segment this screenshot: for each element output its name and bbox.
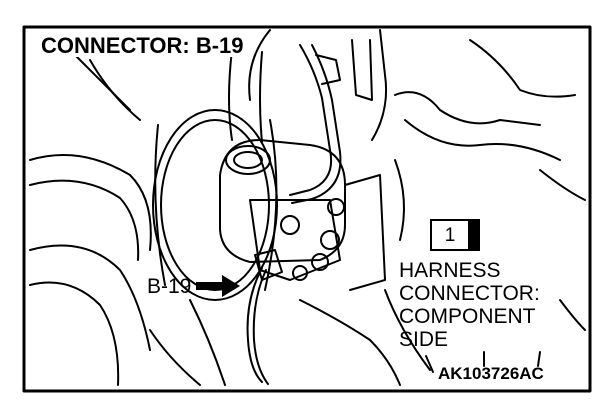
connector-pin-box: 1	[430, 219, 480, 251]
sensor-wire-illustration	[246, 267, 269, 385]
code-leader-lines	[425, 351, 541, 373]
background-hoses-left	[29, 39, 226, 386]
harness-line: HARNESS	[399, 259, 501, 282]
harness-line: SIDE	[399, 328, 449, 351]
harness-line: CONNECTOR:	[399, 282, 540, 305]
harness-caption: HARNESS CONNECTOR: COMPONENT SIDE	[399, 259, 540, 351]
diagram-title: CONNECTOR: B-19	[38, 35, 247, 57]
diagram-border	[22, 25, 592, 393]
connector-label: B-19	[147, 275, 192, 298]
background-right	[299, 39, 586, 386]
harness-line: COMPONENT	[399, 305, 536, 328]
hose-illustration	[228, 29, 388, 204]
pin-number: 1	[444, 225, 456, 246]
pin-lock-bar	[468, 221, 478, 249]
connector-arrow	[196, 275, 240, 297]
pump-body-illustration	[219, 139, 386, 291]
reference-code: AK103726AC	[438, 364, 544, 383]
pulley-illustration	[152, 109, 278, 301]
